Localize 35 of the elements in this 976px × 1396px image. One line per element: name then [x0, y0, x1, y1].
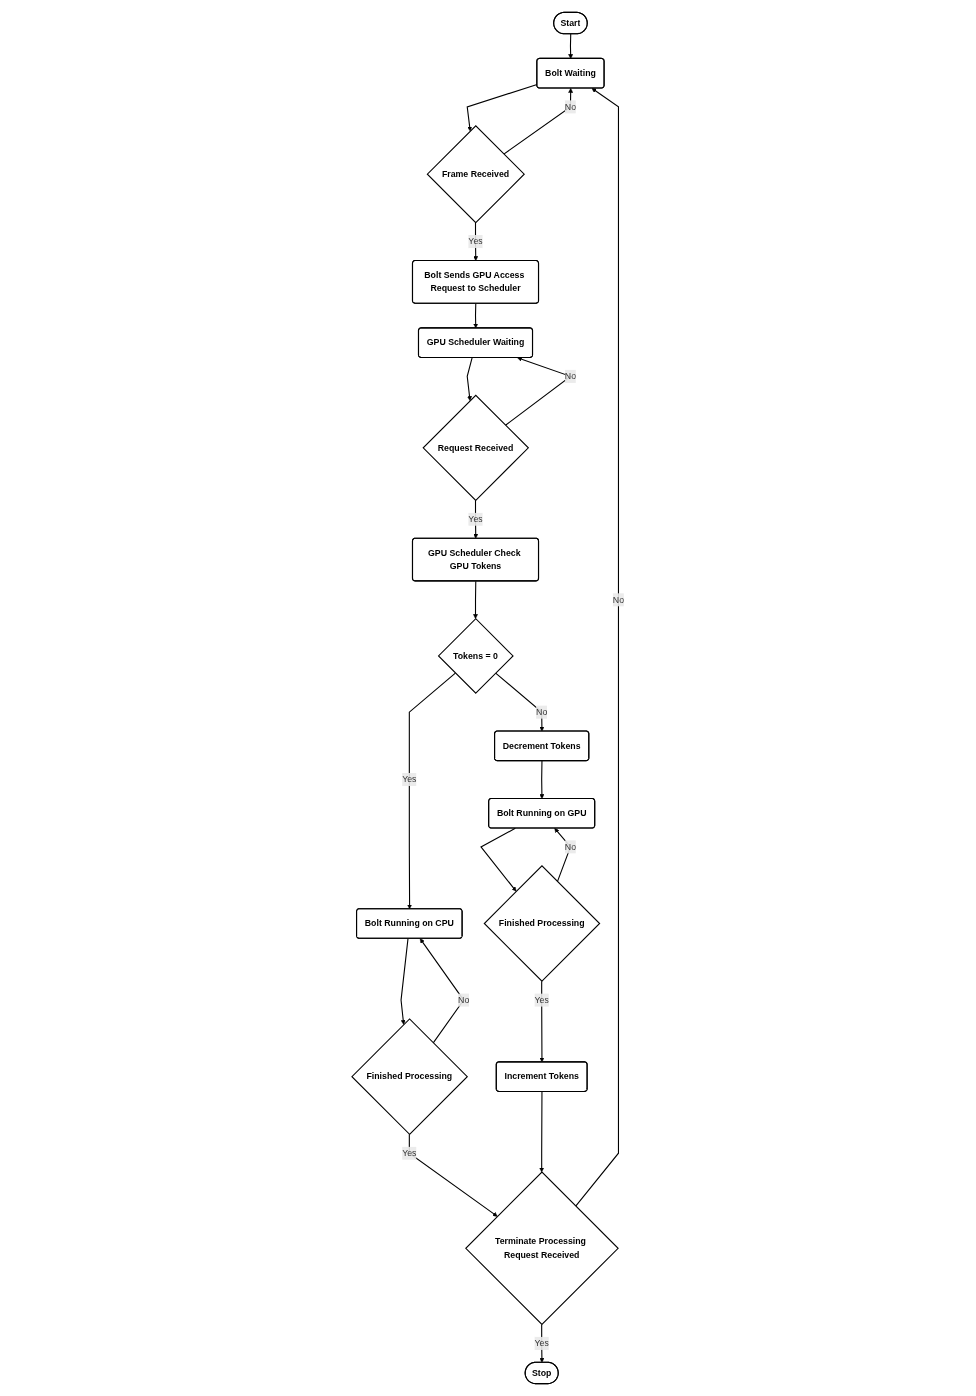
edge-label: Yes	[468, 236, 483, 246]
node-diamond: Tokens = 0	[437, 617, 514, 694]
arrow	[480, 827, 517, 892]
edge-label: No	[564, 101, 577, 112]
edge-label: No	[612, 594, 625, 605]
edge-label: Yes	[402, 1148, 417, 1158]
node-diamond: Request Received	[422, 394, 530, 502]
arrow	[568, 33, 574, 59]
arrow	[473, 302, 479, 329]
edge-label: No	[536, 707, 548, 717]
edge-label: No	[564, 841, 577, 852]
arrow	[539, 760, 545, 799]
arrow	[575, 88, 619, 1207]
node-diamond: Finished Processing	[483, 865, 601, 982]
arrow	[539, 1323, 545, 1363]
node-diamond: Terminate Processing Request Received	[465, 1171, 619, 1326]
arrow	[539, 980, 545, 1063]
arrow	[408, 1133, 498, 1217]
arrow	[473, 499, 479, 539]
arrow	[473, 580, 478, 619]
edge-label: Yes	[534, 995, 549, 1005]
edge-label: Yes	[468, 514, 483, 524]
node-diamond: Frame Received	[426, 125, 525, 224]
arrow	[466, 357, 473, 401]
node-diamond: Finished Processing	[351, 1018, 469, 1136]
edge-label: No	[458, 995, 470, 1005]
edge-label: Yes	[402, 774, 417, 784]
arrow	[503, 88, 574, 155]
arrow	[466, 83, 538, 132]
edge-label: Yes	[534, 1338, 549, 1348]
arrow	[400, 938, 409, 1025]
edge-label: No	[564, 371, 577, 381]
arrow	[407, 672, 456, 910]
arrow	[473, 222, 479, 261]
arrow	[539, 1091, 545, 1173]
